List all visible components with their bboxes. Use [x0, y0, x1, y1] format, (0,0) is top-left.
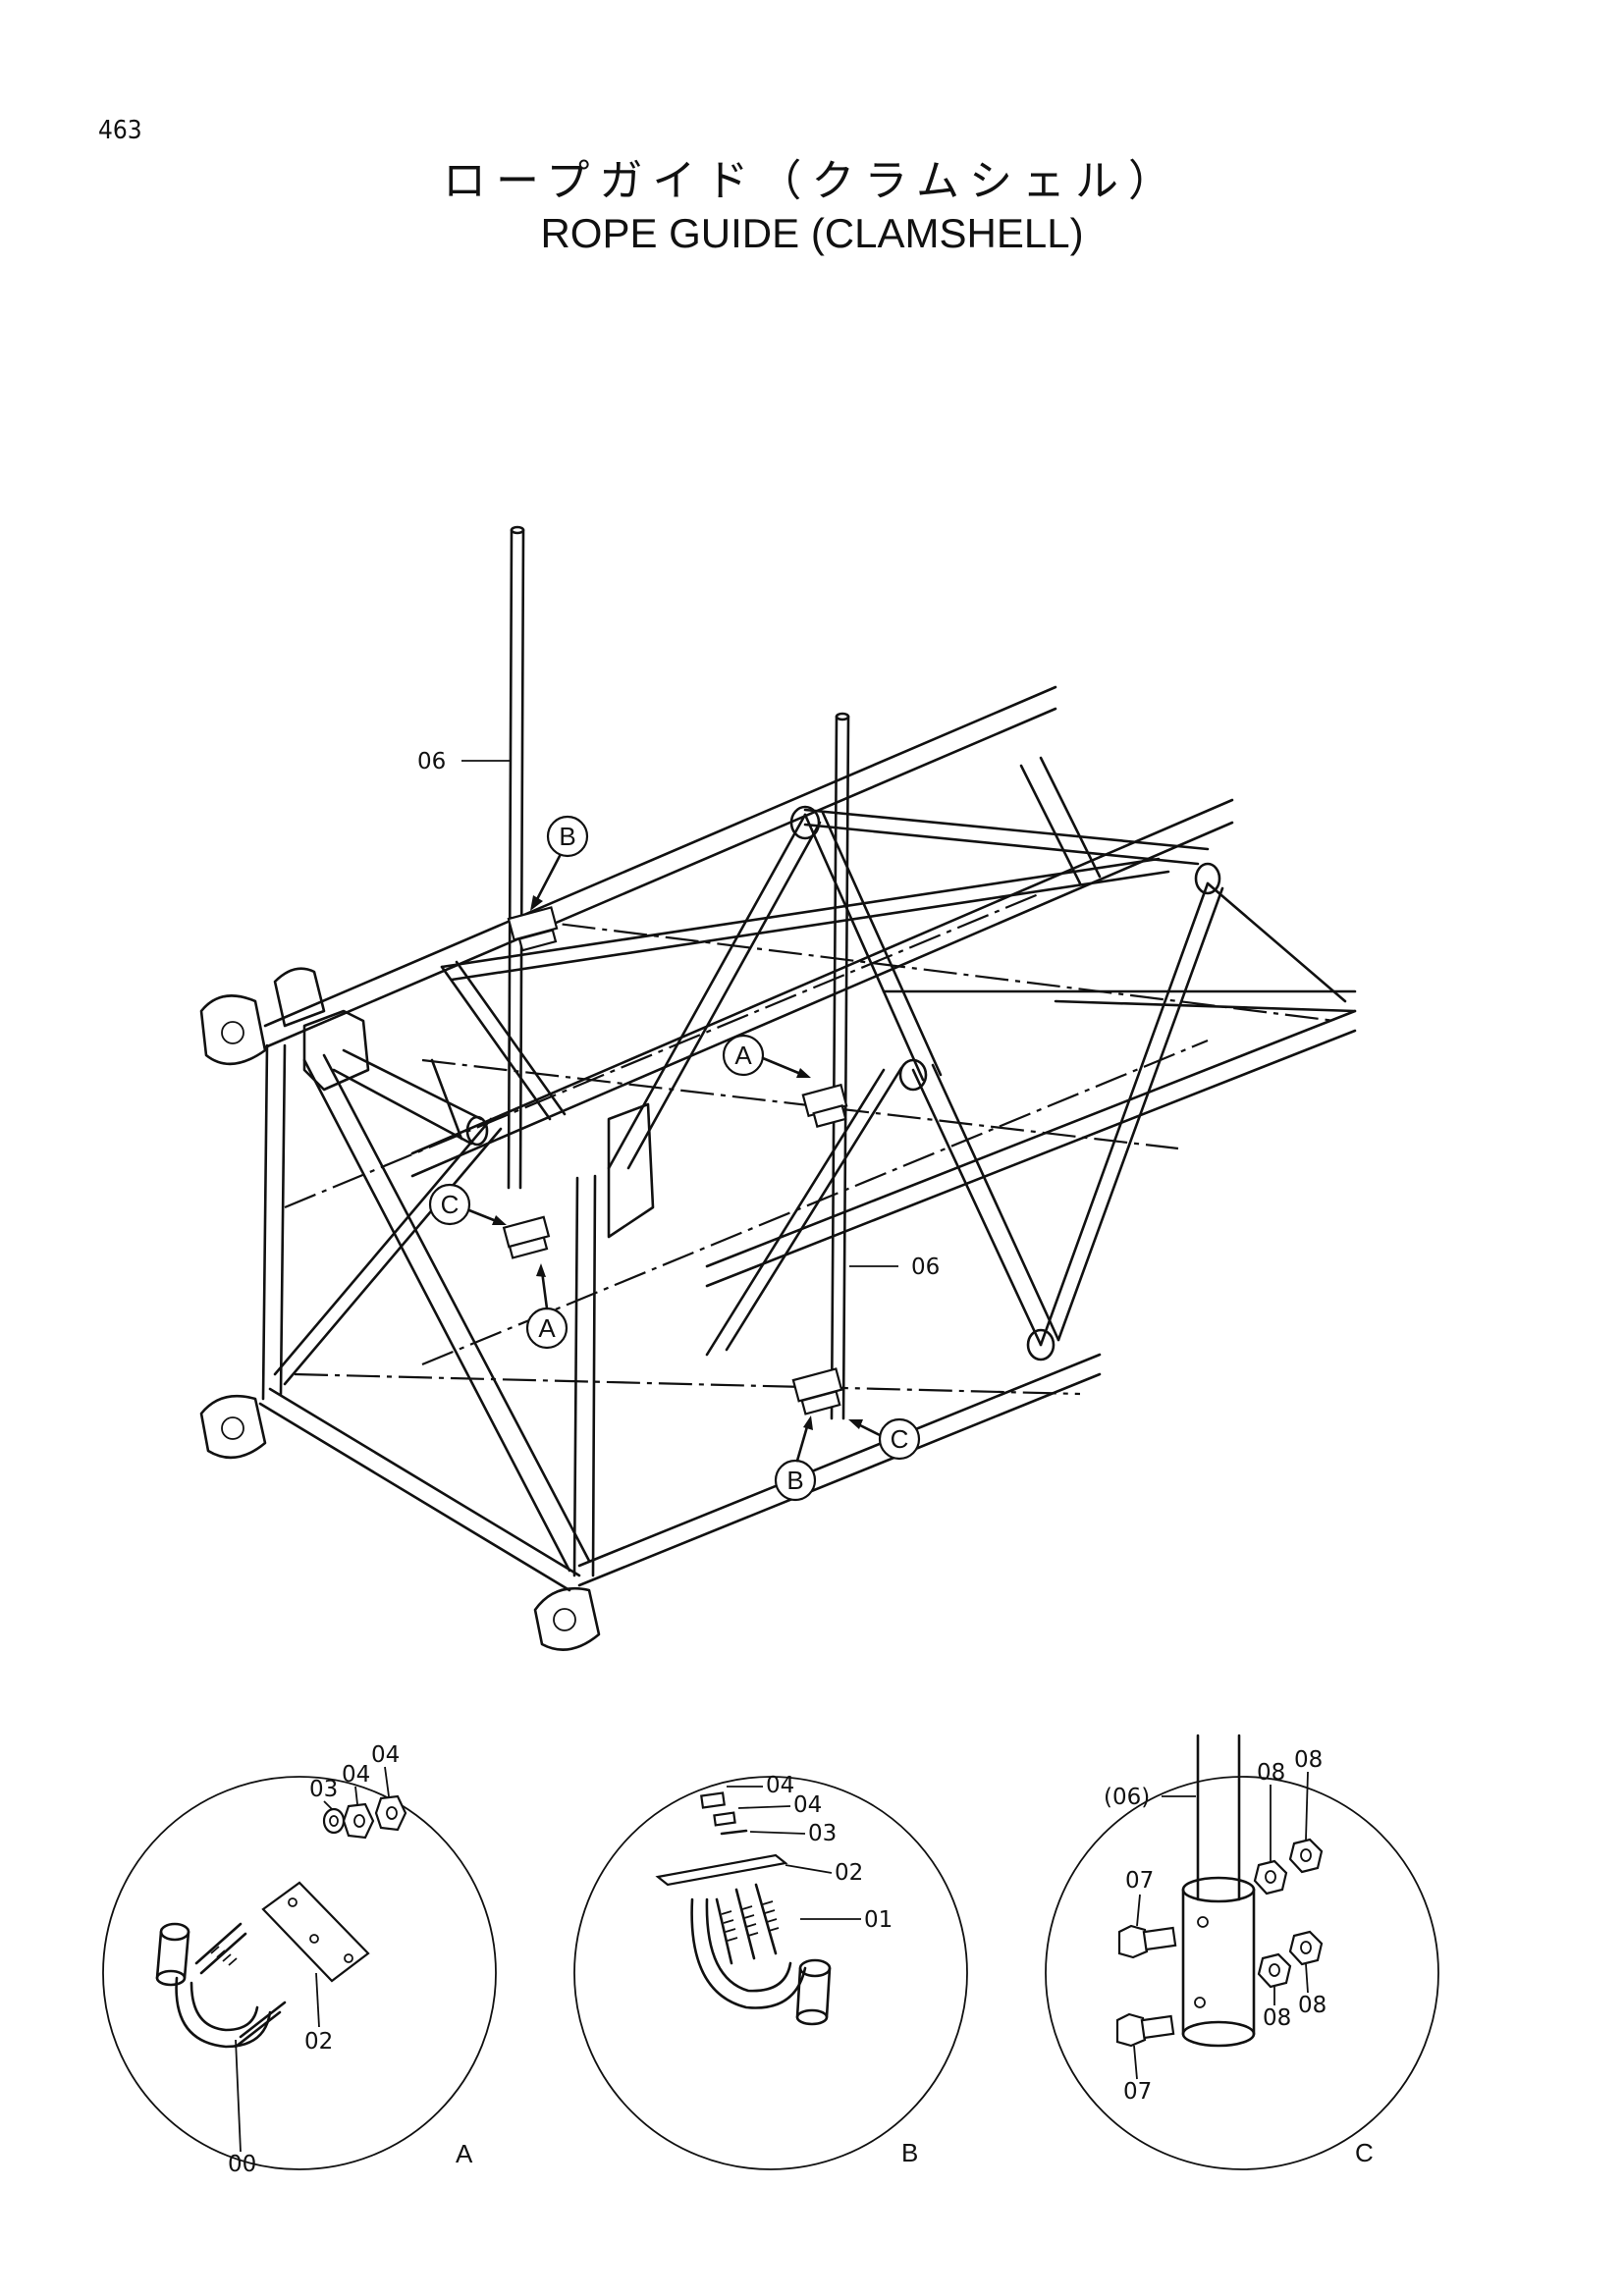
detail-c-part-08-a: 08 — [1257, 1760, 1285, 1786]
title-japanese: ロープガイド（クラムシェル） — [442, 156, 1182, 206]
clamp-bracket-c-left — [502, 1215, 551, 1259]
detail-b-part-01: 01 — [864, 1907, 893, 1933]
clamp-bracket-a-right — [801, 1083, 848, 1128]
detail-c-part-08-c: 08 — [1263, 2005, 1291, 2031]
pin-lug-bottom-left — [199, 1394, 267, 1460]
svg-text:C: C — [891, 1424, 909, 1454]
detail-a-part-04-b: 04 — [371, 1742, 400, 1768]
callout-bubble-c-right: C — [848, 1417, 921, 1461]
detail-view-a: 00 02 03 04 04 A — [102, 1742, 497, 2177]
detail-b-part-04-b: 04 — [793, 1792, 822, 1818]
title-english: ROPE GUIDE (CLAMSHELL) — [540, 210, 1084, 256]
callout-bubble-b-top: B — [530, 815, 589, 911]
detail-a-part-00: 00 — [228, 2152, 256, 2177]
svg-text:B: B — [786, 1466, 803, 1495]
detail-b-part-02: 02 — [835, 1860, 863, 1886]
detail-b-part-04-a: 04 — [766, 1773, 794, 1798]
detail-c-view-label: C — [1355, 2138, 1374, 2167]
svg-text:A: A — [538, 1313, 556, 1343]
detail-b-part-03: 03 — [808, 1821, 837, 1846]
detail-c-part-06-ref: (06) — [1104, 1785, 1150, 1810]
callout-bubble-c-left: C — [428, 1183, 507, 1226]
page-number: 463 — [98, 116, 142, 145]
callout-bubble-b-bottom: B — [774, 1415, 817, 1502]
boom-lattice-assembly — [199, 685, 1357, 1651]
pin-lug-top-left — [199, 994, 267, 1066]
svg-text:C: C — [441, 1190, 460, 1219]
callout-06-lower: 06 — [911, 1255, 940, 1280]
callout-06-upper: 06 — [417, 749, 446, 774]
callout-bubble-a-right: A — [722, 1034, 811, 1078]
detail-view-c: (06) 07 07 08 08 08 08 C — [1045, 1734, 1439, 2170]
pin-lug-bottom-center — [533, 1586, 601, 1651]
detail-c-part-08-b: 08 — [1294, 1747, 1323, 1773]
rope-guide-rod-left — [461, 525, 525, 1190]
svg-text:A: A — [734, 1041, 752, 1070]
detail-a-part-03: 03 — [309, 1777, 338, 1802]
callout-bubble-a-bottom: A — [525, 1263, 568, 1350]
clamp-bracket-b-top — [507, 906, 559, 952]
detail-a-part-04-a: 04 — [342, 1762, 370, 1788]
detail-a-view-label: A — [456, 2139, 473, 2168]
detail-c-part-08-d: 08 — [1298, 1993, 1326, 2018]
detail-b-view-label: B — [901, 2138, 918, 2167]
detail-view-b: 04 04 03 02 01 B — [573, 1773, 968, 2170]
detail-c-part-07-b: 07 — [1123, 2079, 1152, 2105]
detail-c-part-07-a: 07 — [1125, 1868, 1154, 1894]
rope-guide-rod-right — [830, 712, 898, 1420]
clamp-bracket-b-bottom — [791, 1367, 843, 1415]
detail-a-part-02: 02 — [304, 2029, 333, 2055]
svg-text:B: B — [559, 822, 575, 851]
